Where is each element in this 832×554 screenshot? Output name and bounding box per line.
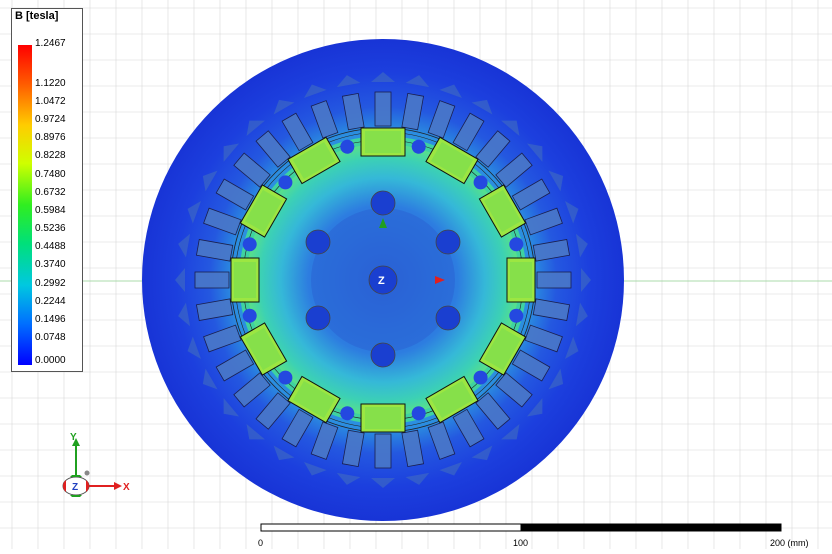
stator-slot bbox=[304, 84, 339, 139]
stator-slot bbox=[511, 349, 564, 390]
rotor-magnet bbox=[478, 184, 527, 252]
legend-tick-label: 0.6732 bbox=[35, 187, 66, 198]
stator-slot bbox=[401, 429, 430, 485]
stator-slot bbox=[427, 421, 462, 476]
shaft bbox=[368, 265, 398, 295]
legend-tick-label: 0.9724 bbox=[35, 114, 66, 125]
color-legend: B [tesla] 1.2467 1.1220 1.0472 0.9724 0.8976… bbox=[11, 8, 83, 372]
stator-slot bbox=[475, 120, 520, 168]
stator-slot bbox=[511, 170, 564, 211]
rotor-hole bbox=[370, 342, 396, 368]
y-arrow-icon bbox=[379, 218, 387, 228]
legend-tick-label: 0.2992 bbox=[35, 278, 66, 289]
rotor-magnet bbox=[239, 308, 288, 376]
rotor-hole bbox=[435, 229, 461, 255]
stator-slot bbox=[223, 372, 271, 417]
rotor-magnet bbox=[360, 127, 426, 157]
legend-tick-label: 0.4488 bbox=[35, 241, 66, 252]
z-axis-label: Z bbox=[72, 482, 78, 493]
stator-slot bbox=[178, 298, 234, 327]
stator-slot bbox=[175, 268, 230, 292]
stator-slot bbox=[536, 268, 591, 292]
legend-tick-label: 0.0748 bbox=[35, 332, 66, 343]
motor-cross-section: Z bbox=[142, 39, 624, 521]
legend-tick-label: 0.5984 bbox=[35, 205, 66, 216]
rotor-magnet bbox=[506, 257, 536, 323]
legend-tick-label: 1.0472 bbox=[35, 96, 66, 107]
legend-tick-label: 1.1220 bbox=[35, 78, 66, 89]
scale-label-0: 0 bbox=[258, 538, 264, 548]
stator-slot bbox=[336, 429, 365, 485]
rotor-hole bbox=[305, 305, 331, 331]
legend-tick-label: 0.0000 bbox=[35, 355, 66, 366]
center-z-label: Z bbox=[378, 275, 385, 287]
stator-slot bbox=[273, 99, 314, 152]
x-axis-label: X bbox=[123, 482, 130, 493]
legend-tick-label: 0.8976 bbox=[35, 132, 66, 143]
scale-label-100: 100 bbox=[513, 538, 529, 548]
stator-slot bbox=[371, 72, 395, 127]
y-axis-label: Y bbox=[70, 432, 77, 443]
stator-slot bbox=[304, 421, 339, 476]
stator-slot bbox=[336, 75, 365, 131]
legend-tick-label: 0.5236 bbox=[35, 223, 66, 234]
scale-segment-100-200 bbox=[520, 523, 782, 532]
x-arrow-icon bbox=[435, 276, 445, 284]
legend-tick-label: 0.3740 bbox=[35, 259, 66, 270]
coordinate-triad-icon: Y X Z bbox=[62, 432, 130, 497]
stator-slot bbox=[452, 408, 493, 461]
rotor-hole bbox=[435, 305, 461, 331]
scale-segment-0-100 bbox=[260, 523, 522, 532]
stator-slot bbox=[273, 408, 314, 461]
legend-title: B [tesla] bbox=[15, 10, 59, 22]
stator-slot bbox=[427, 84, 462, 139]
stator-slot bbox=[187, 324, 242, 359]
stator-slot bbox=[524, 201, 579, 236]
legend-tick-label: 0.2244 bbox=[35, 296, 66, 307]
rotor-hole bbox=[370, 190, 396, 216]
legend-tick-label: 0.7480 bbox=[35, 169, 66, 180]
stator-slot bbox=[371, 433, 395, 488]
rotor-magnet bbox=[230, 237, 260, 303]
rotor-magnet bbox=[411, 375, 479, 424]
stator-slot bbox=[202, 170, 255, 211]
legend-tick-label: 0.1496 bbox=[35, 314, 66, 325]
scale-label-200: 200 (mm) bbox=[770, 538, 809, 548]
stator-slot bbox=[187, 201, 242, 236]
legend-tick-label: 1.2467 bbox=[35, 38, 66, 49]
stator-slot bbox=[524, 324, 579, 359]
legend-color-bar bbox=[18, 45, 32, 365]
stator-slot bbox=[532, 233, 588, 262]
stator-slot bbox=[401, 75, 430, 131]
rotor-magnet bbox=[340, 403, 406, 433]
rotor-magnet bbox=[287, 136, 355, 185]
stator-slot bbox=[202, 349, 255, 390]
scale-bar bbox=[260, 523, 782, 532]
stator-slot bbox=[532, 298, 588, 327]
stator-slot bbox=[178, 233, 234, 262]
rotor-magnet bbox=[425, 136, 488, 190]
stator-slot bbox=[452, 99, 493, 152]
rotor-hole bbox=[305, 229, 331, 255]
rotor-magnet bbox=[278, 370, 341, 424]
legend-tick-label: 0.8228 bbox=[35, 150, 66, 161]
rotor-magnet bbox=[473, 322, 527, 385]
rotor-magnet bbox=[239, 175, 293, 238]
